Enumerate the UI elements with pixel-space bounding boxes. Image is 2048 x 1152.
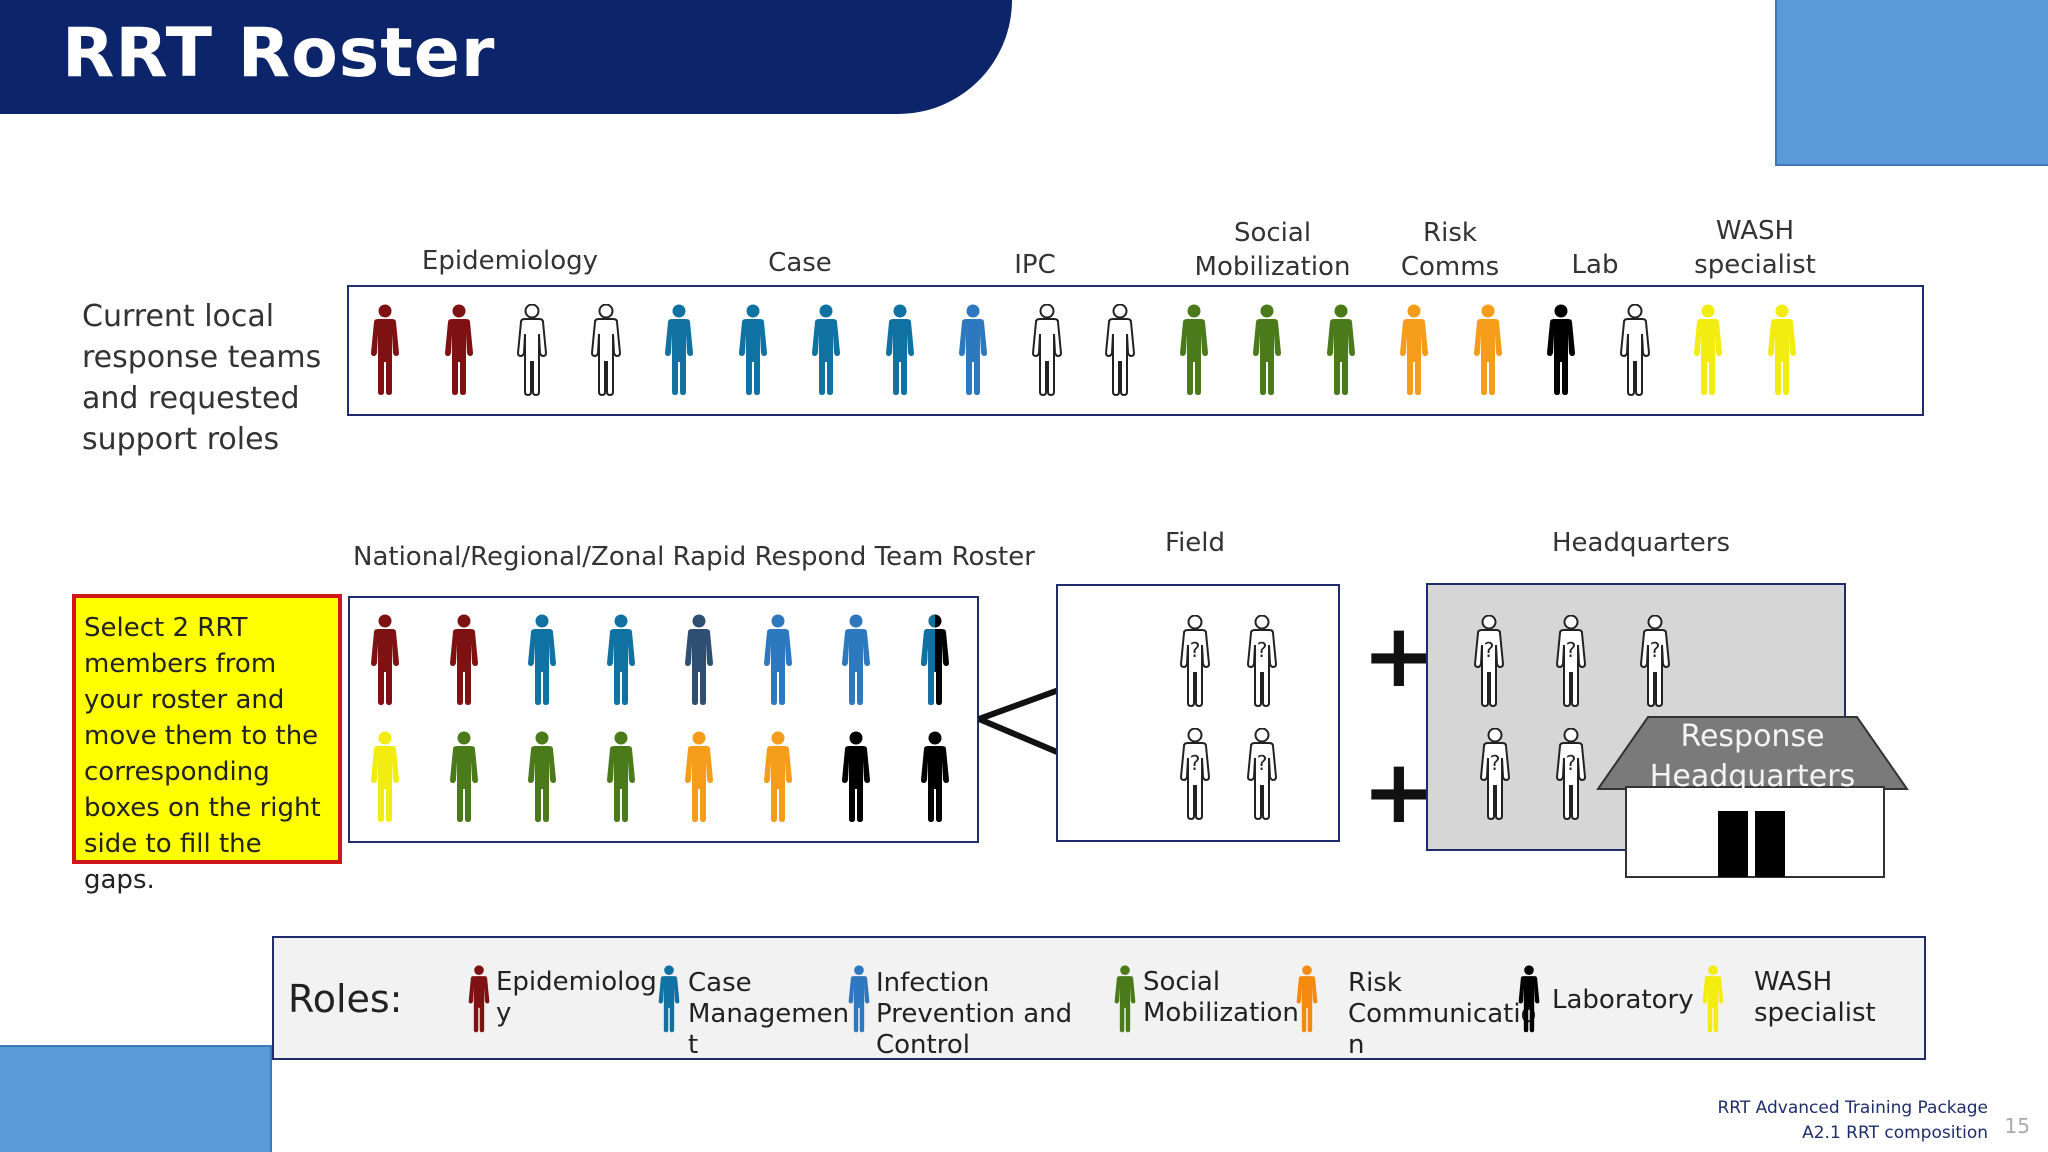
roster-person[interactable] — [598, 731, 644, 823]
role-icon — [1108, 958, 1142, 1040]
role-icon — [652, 958, 686, 1040]
roster-person[interactable] — [519, 614, 565, 706]
roster-person[interactable] — [676, 614, 722, 706]
footer-line-2: A2.1 RRT composition — [1802, 1123, 1988, 1143]
role-icon — [1512, 958, 1546, 1040]
role-icon — [842, 958, 876, 1040]
role-label: Epidemiolog y — [496, 967, 657, 1028]
empty-slot-person: ? — [1239, 615, 1285, 707]
title-bar — [0, 0, 1012, 114]
slide-title: RRT Roster — [62, 14, 496, 93]
svg-text:?: ? — [1650, 638, 1661, 662]
svg-text:?: ? — [1257, 638, 1268, 662]
roster-person[interactable] — [598, 614, 644, 706]
category-label-social-mobilization: Social Mobilization — [1194, 218, 1351, 282]
current-team-person — [950, 304, 996, 396]
roster-label: National/Regional/Zonal Rapid Respond Te… — [353, 542, 1035, 572]
page-number: 15 — [2004, 1114, 2030, 1138]
current-team-person — [1538, 304, 1584, 396]
roster-person[interactable] — [676, 731, 722, 823]
roles-title: Roles: — [288, 977, 403, 1021]
roster-person[interactable] — [912, 614, 958, 706]
corner-decoration-top-right — [1775, 0, 2048, 166]
current-team-person — [1685, 304, 1731, 396]
svg-text:?: ? — [1490, 751, 1501, 775]
role-label: Risk Communicatio n — [1348, 968, 1537, 1060]
empty-slot-person: ? — [1548, 615, 1594, 707]
role-label: Infection Prevention and Control — [876, 968, 1073, 1060]
roster-person[interactable] — [362, 614, 408, 706]
empty-slot-person: ? — [1239, 728, 1285, 820]
role-label: Case Managemen t — [688, 968, 850, 1060]
current-team-person — [1391, 304, 1437, 396]
corner-decoration-bottom-left — [0, 1045, 272, 1152]
current-team-person — [1612, 304, 1658, 396]
svg-text:?: ? — [1566, 638, 1577, 662]
svg-text:?: ? — [1484, 638, 1495, 662]
roster-person[interactable] — [441, 614, 487, 706]
plus-icon: + — [1362, 740, 1436, 843]
roster-person[interactable] — [755, 614, 801, 706]
current-team-person — [1244, 304, 1290, 396]
current-team-person — [730, 304, 776, 396]
empty-slot-person: ? — [1472, 728, 1518, 820]
field-label: Field — [1165, 528, 1226, 558]
current-team-person — [1318, 304, 1364, 396]
headquarters-building-label: Response Headquarters — [1649, 719, 1856, 794]
role-icon — [1696, 958, 1730, 1040]
roster-person[interactable] — [833, 731, 879, 823]
footer-line-1: RRT Advanced Training Package — [1717, 1098, 1989, 1118]
current-team-person — [656, 304, 702, 396]
role-label: WASH specialist — [1754, 967, 1876, 1028]
current-team-person — [1024, 304, 1070, 396]
category-label-lab: Lab — [1571, 250, 1619, 280]
empty-slot-person: ? — [1548, 728, 1594, 820]
role-label: Laboratory — [1552, 985, 1694, 1015]
svg-text:?: ? — [1190, 751, 1201, 775]
empty-slot-person: ? — [1632, 615, 1678, 707]
current-teams-label: Current local response teams and request… — [82, 299, 322, 457]
roster-person[interactable] — [833, 614, 879, 706]
house-door — [1755, 811, 1785, 877]
svg-text:?: ? — [1566, 751, 1577, 775]
current-team-person — [583, 304, 629, 396]
instruction-box: Select 2 RRT members from your roster an… — [72, 594, 342, 895]
svg-text:?: ? — [1190, 638, 1201, 662]
svg-text:?: ? — [1257, 751, 1268, 775]
current-team-person — [436, 304, 482, 396]
roster-person[interactable] — [362, 731, 408, 823]
empty-slot-person: ? — [1172, 728, 1218, 820]
current-team-person — [1465, 304, 1511, 396]
current-team-person — [1171, 304, 1217, 396]
role-label: Social Mobilization — [1143, 967, 1299, 1028]
plus-icon: + — [1362, 604, 1436, 707]
category-label-epidemiology: Epidemiology — [421, 246, 599, 276]
current-team-person — [509, 304, 555, 396]
role-icon — [462, 958, 496, 1040]
current-team-person — [877, 304, 923, 396]
category-label-risk-comms: Risk Comms — [1400, 218, 1500, 282]
current-team-person — [1097, 304, 1143, 396]
roles-legend — [272, 936, 1926, 1060]
current-team-person — [803, 304, 849, 396]
roster-person[interactable] — [912, 731, 958, 823]
roster-person[interactable] — [519, 731, 565, 823]
roster-person[interactable] — [755, 731, 801, 823]
category-label-ipc: IPC — [1014, 250, 1056, 280]
house-door — [1718, 811, 1748, 877]
role-icon — [1290, 958, 1324, 1040]
empty-slot-person: ? — [1466, 615, 1512, 707]
category-label-wash: WASH specialist — [1694, 216, 1816, 280]
empty-slot-person: ? — [1172, 615, 1218, 707]
headquarters-label: Headquarters — [1552, 528, 1731, 558]
roster-person[interactable] — [441, 731, 487, 823]
current-team-person — [1759, 304, 1805, 396]
current-team-person — [362, 304, 408, 396]
